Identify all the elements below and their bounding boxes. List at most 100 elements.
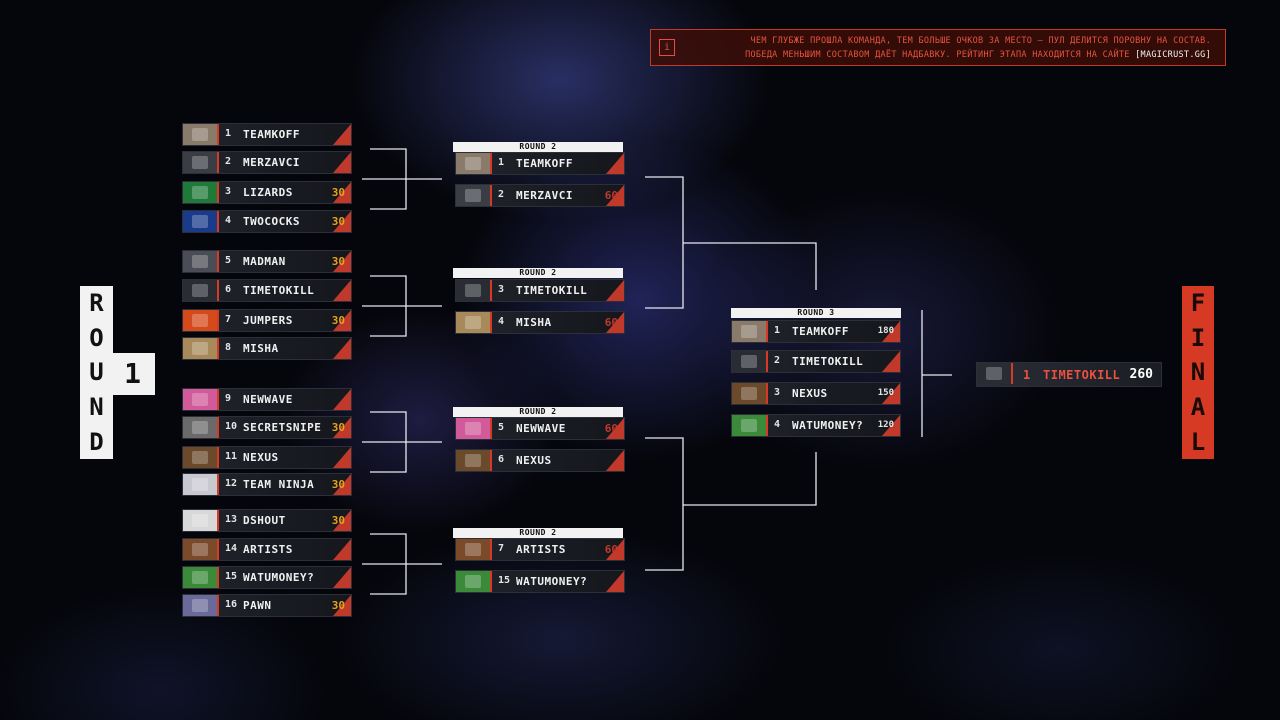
- team-seed: 2: [225, 156, 232, 167]
- red-corner-accent: [333, 182, 351, 203]
- team-name: NEXUS: [792, 387, 828, 400]
- team-score: 30: [331, 599, 345, 612]
- team-avatar: [456, 539, 492, 560]
- connector-line: [362, 275, 442, 337]
- team-score: 30: [331, 421, 345, 434]
- team-score: 120: [877, 420, 894, 430]
- round-letter: D: [89, 427, 104, 456]
- team-seed: 4: [225, 215, 232, 226]
- team-avatar: [183, 567, 219, 588]
- red-corner-accent: [333, 251, 351, 272]
- team-score: 30: [331, 478, 345, 491]
- team-seed: 3: [774, 387, 781, 398]
- round-letter: O: [89, 323, 104, 352]
- team-score: 180: [877, 326, 894, 336]
- team-name: TEAM NINJA: [243, 478, 315, 491]
- red-corner-accent: [606, 539, 624, 560]
- team-avatar: [183, 539, 219, 560]
- red-corner-accent: [333, 280, 351, 301]
- team-avatar: [183, 595, 219, 616]
- team-name: NEWWAVE: [243, 393, 293, 406]
- round-2-header: ROUND 2: [453, 142, 623, 152]
- team-seed: 4: [498, 316, 505, 327]
- team-avatar: [183, 447, 219, 468]
- notice-line-1: ЧЕМ ГЛУБЖЕ ПРОШЛА КОМАНДА, ТЕМ БОЛЬШЕ ОЧ…: [750, 36, 1211, 46]
- team-seed: 8: [225, 342, 232, 353]
- red-corner-accent: [333, 152, 351, 173]
- team-seed: 4: [774, 419, 781, 430]
- connector-line: [921, 310, 952, 437]
- team-avatar: [977, 363, 1013, 384]
- round-number-badge: 1: [110, 353, 155, 395]
- team-seed: 1: [1023, 368, 1031, 382]
- team-seed: 16: [225, 599, 238, 610]
- team-name: WATUMONEY?: [243, 571, 315, 584]
- team-avatar: [456, 153, 492, 174]
- team-name: TEAMKOFF: [792, 325, 849, 338]
- red-corner-accent: [606, 312, 624, 333]
- red-corner-accent: [333, 211, 351, 232]
- team-name: ARTISTS: [243, 543, 293, 556]
- connector-line: [362, 148, 442, 210]
- team-avatar: [183, 417, 219, 438]
- team-seed: 2: [498, 189, 505, 200]
- connector-line: [362, 411, 442, 473]
- team-name: ARTISTS: [516, 543, 566, 556]
- team-score: 60: [604, 422, 618, 435]
- team-avatar: [183, 280, 219, 301]
- team-avatar: [183, 152, 219, 173]
- round-letter: U: [89, 358, 104, 387]
- team-avatar: [183, 182, 219, 203]
- team-avatar: [456, 185, 492, 206]
- team-name: NEXUS: [516, 454, 552, 467]
- round-letter: R: [89, 289, 104, 318]
- team-seed: 11: [225, 451, 238, 462]
- team-seed: 1: [498, 157, 505, 168]
- team-seed: 3: [225, 186, 232, 197]
- team-score: 30: [331, 186, 345, 199]
- team-name: TIMETOKILL: [792, 355, 864, 368]
- team-seed: 12: [225, 478, 238, 489]
- team-name: MERZAVCI: [516, 189, 573, 202]
- round1-team-row[interactable]: 12 TEAM NINJA 30: [182, 473, 352, 496]
- team-avatar: [183, 474, 219, 495]
- site-link[interactable]: [MAGICRUST.GG]: [1135, 50, 1211, 60]
- red-corner-accent: [333, 595, 351, 616]
- team-avatar: [456, 418, 492, 439]
- round-2-header: ROUND 2: [453, 528, 623, 538]
- team-name: TIMETOKILL: [243, 284, 315, 297]
- team-seed: 1: [225, 128, 232, 139]
- team-avatar: [183, 338, 219, 359]
- team-avatar: [456, 450, 492, 471]
- red-corner-accent: [333, 389, 351, 410]
